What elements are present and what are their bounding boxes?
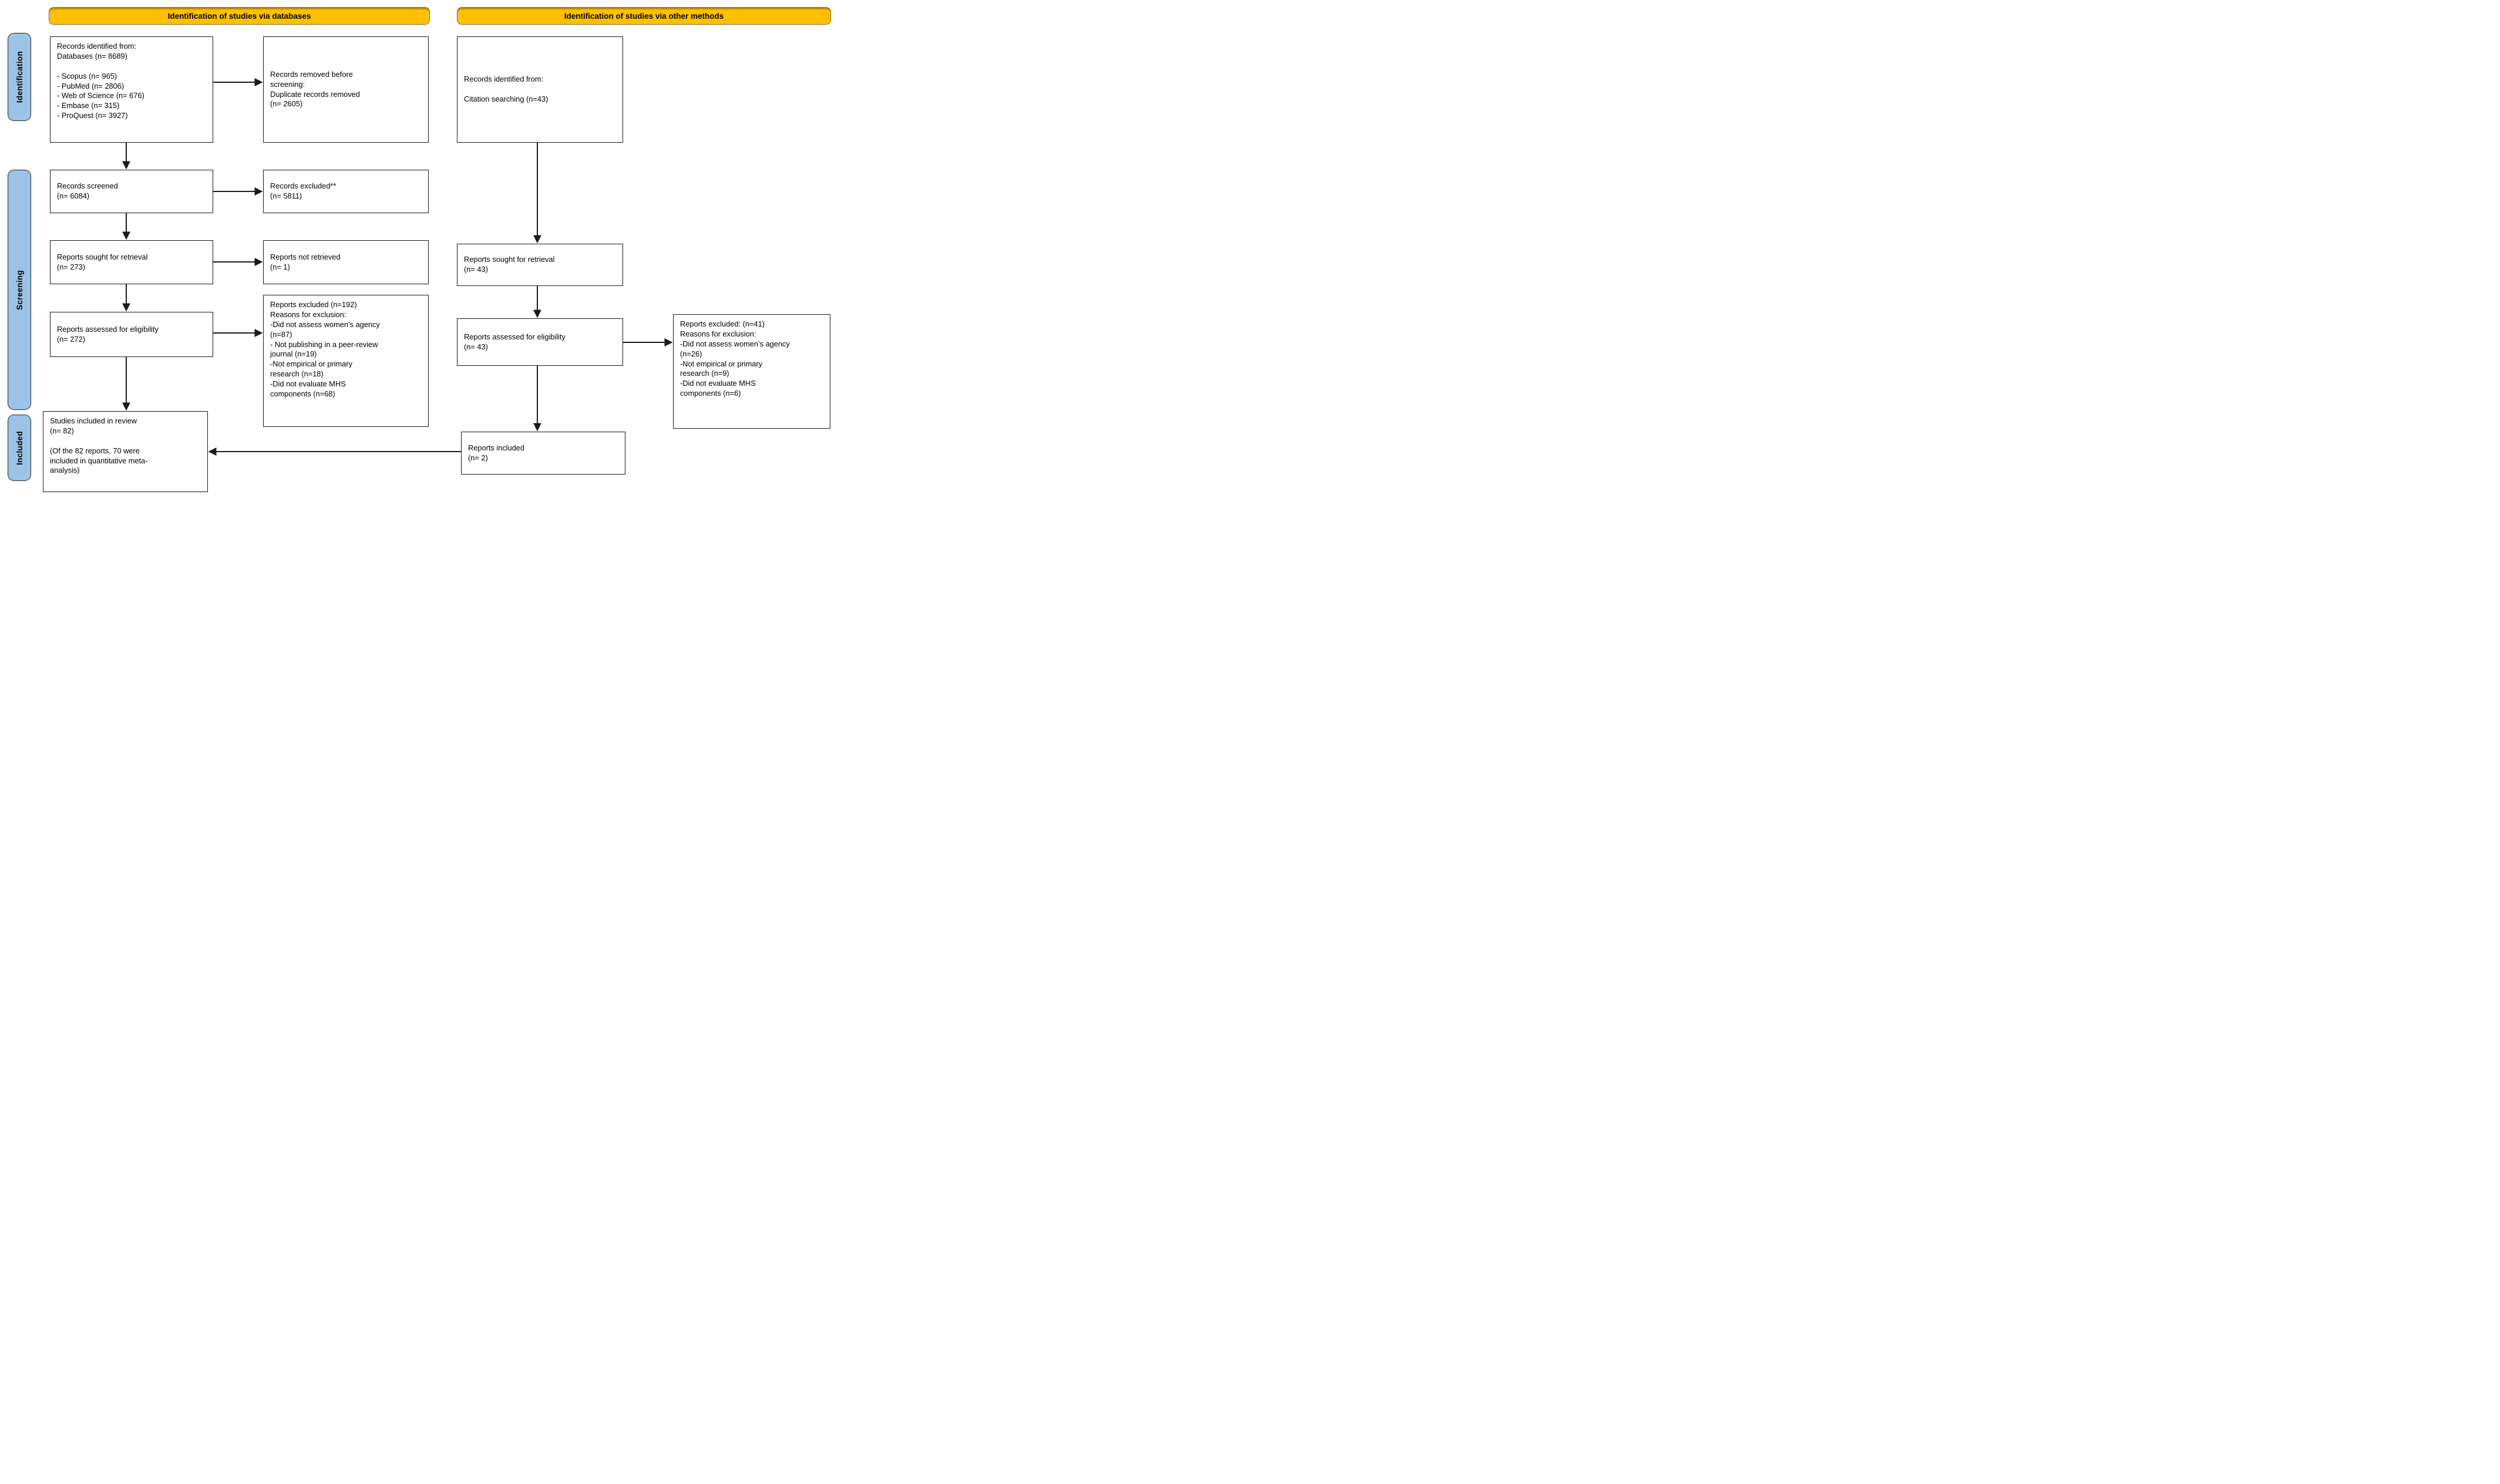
box-records-identified-databases: Records identified from: Databases (n= 8… (50, 36, 213, 143)
header-identification-via-other-methods: Identification of studies via other meth… (457, 7, 831, 25)
box-records-identified-citation-searching: Records identified from: Citation search… (457, 36, 623, 143)
prisma-flow-diagram: Identification of studies via databases … (0, 0, 833, 494)
stage-label-identification-text: Identification (15, 51, 24, 103)
stage-label-screening: Screening (8, 170, 31, 410)
header-identification-via-databases: Identification of studies via databases (49, 7, 430, 25)
box-reports-assessed-databases: Reports assessed for eligibility (n= 272… (50, 312, 213, 357)
box-records-excluded: Records excluded** (n= 5811) (263, 170, 429, 213)
box-reports-assessed-other: Reports assessed for eligibility (n= 43) (457, 318, 623, 366)
box-reports-excluded-other-reasons: Reports excluded: (n=41) Reasons for exc… (673, 314, 830, 429)
box-reports-sought-databases: Reports sought for retrieval (n= 273) (50, 240, 213, 284)
box-reports-included: Reports included (n= 2) (461, 432, 625, 475)
box-studies-included-review: Studies included in review (n= 82) (Of t… (43, 411, 208, 492)
box-reports-sought-other: Reports sought for retrieval (n= 43) (457, 244, 623, 286)
box-reports-not-retrieved: Reports not retrieved (n= 1) (263, 240, 429, 284)
stage-label-included: Included (8, 415, 31, 481)
box-records-screened: Records screened (n= 6084) (50, 170, 213, 213)
stage-label-identification: Identification (8, 33, 31, 121)
stage-label-screening-text: Screening (15, 270, 24, 310)
stage-label-included-text: Included (15, 430, 24, 465)
box-records-removed-before-screening: Records removed before screening: Duplic… (263, 36, 429, 143)
box-reports-excluded-databases-reasons: Reports excluded (n=192) Reasons for exc… (263, 295, 429, 427)
